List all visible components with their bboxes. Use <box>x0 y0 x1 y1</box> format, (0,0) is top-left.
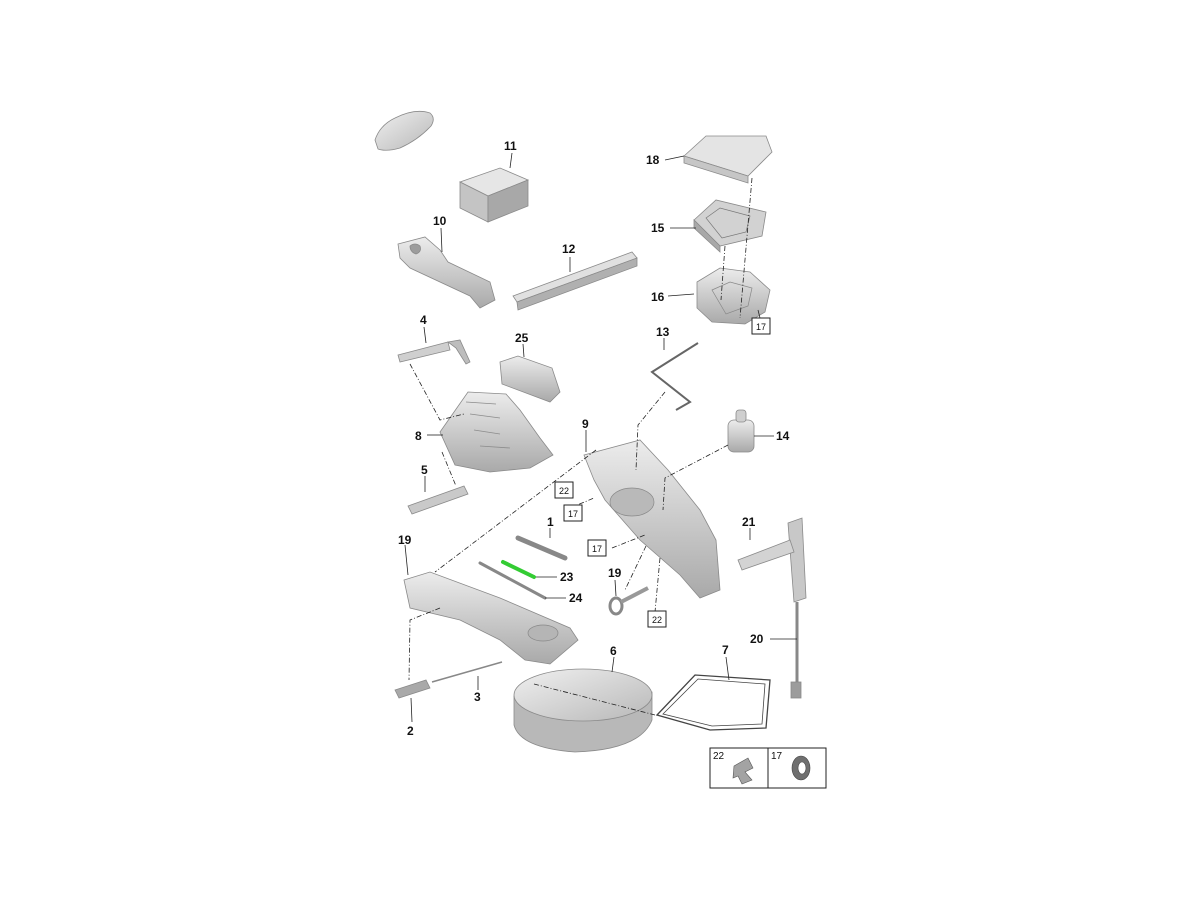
callout-19-left[interactable]: 19 <box>398 533 412 547</box>
part-11-box[interactable] <box>458 167 530 223</box>
part-16-housing[interactable] <box>696 267 771 325</box>
boxed-callouts: 17 22 17 17 22 <box>554 317 771 628</box>
clip-icon <box>732 757 754 785</box>
callout-23[interactable]: 23 <box>560 570 574 584</box>
svg-text:22: 22 <box>652 615 662 625</box>
callout-15[interactable]: 15 <box>651 221 665 235</box>
part-13-crank-rod[interactable] <box>650 342 699 411</box>
part-5-shaft[interactable] <box>407 485 469 515</box>
part-18-lid[interactable] <box>683 135 773 184</box>
callouts: 11 10 12 18 15 16 4 25 13 8 5 9 14 1 21 … <box>398 139 790 738</box>
car-silhouette-icon <box>374 110 434 151</box>
boxed-callout-22-upper[interactable]: 22 <box>554 481 574 499</box>
legend-table: 22 17 <box>709 747 827 789</box>
callout-6[interactable]: 6 <box>610 644 617 658</box>
part-14-canister[interactable] <box>727 409 755 453</box>
part-8-holder[interactable] <box>439 391 554 473</box>
callout-2[interactable]: 2 <box>407 724 414 738</box>
washer-icon <box>791 755 811 781</box>
svg-text:22: 22 <box>559 486 569 496</box>
part-20-handle[interactable] <box>790 602 802 699</box>
callout-14[interactable]: 14 <box>776 429 790 443</box>
svg-text:17: 17 <box>592 544 602 554</box>
part-6-tyre-bag[interactable] <box>513 668 653 753</box>
svg-text:17: 17 <box>568 509 578 519</box>
part-21-jack[interactable] <box>737 517 807 603</box>
boxed-callout-17-top[interactable]: 17 <box>751 317 771 335</box>
part-19-foam-tray[interactable] <box>403 571 579 665</box>
callout-9[interactable]: 9 <box>582 417 589 431</box>
callout-4[interactable]: 4 <box>420 313 427 327</box>
callout-8[interactable]: 8 <box>415 429 422 443</box>
part-24-rod[interactable] <box>478 561 547 600</box>
part-9-bracket[interactable] <box>583 439 721 599</box>
callout-12[interactable]: 12 <box>562 242 576 256</box>
callout-10[interactable]: 10 <box>433 214 447 228</box>
svg-text:17: 17 <box>756 322 766 332</box>
part-3-pin[interactable] <box>431 661 503 683</box>
boxed-callout-17-middle[interactable]: 17 <box>563 504 583 522</box>
callout-18[interactable]: 18 <box>646 153 660 167</box>
part-2-screwdriver[interactable] <box>394 679 431 699</box>
part-1-wrench[interactable] <box>515 535 568 561</box>
part-7-mat[interactable] <box>655 674 771 731</box>
callout-11[interactable]: 11 <box>504 139 517 153</box>
callout-7[interactable]: 7 <box>722 643 729 657</box>
part-4-jack-tool[interactable] <box>397 339 471 365</box>
callout-3[interactable]: 3 <box>474 690 481 704</box>
callout-1[interactable]: 1 <box>547 515 554 529</box>
part-12-strip[interactable] <box>512 251 638 311</box>
part-15-tray[interactable] <box>693 199 767 253</box>
callout-19-right[interactable]: 19 <box>608 566 622 580</box>
part-23-rod-highlighted[interactable] <box>501 560 536 579</box>
callout-13[interactable]: 13 <box>656 325 670 339</box>
callout-5[interactable]: 5 <box>421 463 428 477</box>
callout-21[interactable]: 21 <box>742 515 756 529</box>
part-10-foam-holder[interactable] <box>397 236 496 309</box>
part-25-insert[interactable] <box>499 355 561 403</box>
reference-lines <box>408 177 753 716</box>
boxed-callout-22-lower[interactable]: 22 <box>647 610 667 628</box>
callout-20[interactable]: 20 <box>750 632 764 646</box>
legend-number-22: 22 <box>713 751 725 762</box>
callout-16[interactable]: 16 <box>651 290 665 304</box>
legend-number-17: 17 <box>771 751 783 762</box>
callout-25[interactable]: 25 <box>515 331 529 345</box>
part-19-towing-eye[interactable] <box>608 586 649 616</box>
callout-24[interactable]: 24 <box>569 591 583 605</box>
leader-lines <box>404 152 797 723</box>
boxed-callout-17-lower[interactable]: 17 <box>587 539 607 557</box>
